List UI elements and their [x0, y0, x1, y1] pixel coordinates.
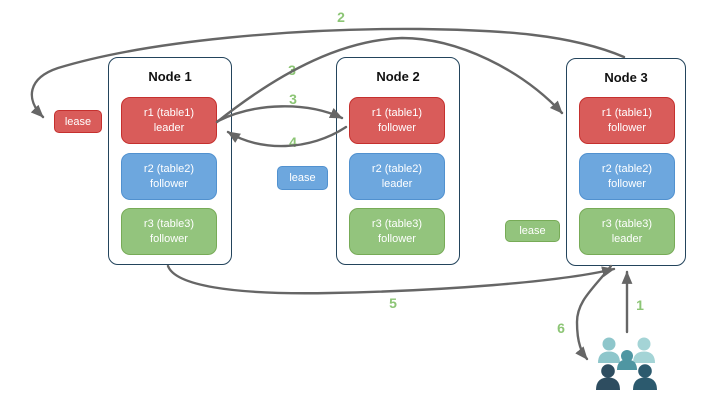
node-3-replica-r3: r3 (table3) leader: [579, 208, 675, 255]
user-figure-dark-left: [596, 364, 620, 390]
lease-badge-blue: lease: [277, 166, 328, 190]
step-label-3-first: 3: [288, 62, 296, 78]
arrow-step-6: [575, 264, 613, 361]
replica-label: r1 (table1): [601, 107, 653, 120]
node-2-replica-r3: r3 (table3) follower: [349, 208, 445, 255]
lease-badge-red: lease: [54, 110, 102, 133]
replica-label: r1 (table1): [143, 107, 195, 120]
step-label-5: 5: [389, 295, 397, 311]
node-1-replica-r3: r3 (table3) follower: [121, 208, 217, 255]
users-icon: [596, 337, 657, 390]
replica-label: r1 (table1): [371, 107, 423, 120]
replica-label: r2 (table2): [601, 163, 653, 176]
replica-label: r2 (table2): [371, 163, 423, 176]
user-figure-dark-right: [633, 364, 657, 390]
step-label-4: 4: [289, 134, 297, 150]
user-figure-mid: [617, 350, 637, 370]
arrow-step-3-to-node2: [216, 105, 344, 123]
step-label-6: 6: [557, 320, 565, 336]
replica-role: leader: [153, 121, 185, 134]
replica-label: r3 (table3): [143, 218, 195, 231]
replica-role: follower: [378, 232, 416, 245]
arrow-step-5: [166, 264, 616, 295]
node-1-replica-r2: r2 (table2) follower: [121, 153, 217, 200]
user-figure-light-left: [598, 337, 620, 363]
step-label-2: 2: [337, 9, 345, 25]
lease-badge-green: lease: [505, 220, 560, 242]
node-3-replica-r1: r1 (table1) follower: [579, 97, 675, 144]
replica-role: follower: [150, 177, 188, 190]
node-3-replica-r2: r2 (table2) follower: [579, 153, 675, 200]
node-2-replica-r1: r1 (table1) follower: [349, 97, 445, 144]
node-2-replica-r2: r2 (table2) leader: [349, 153, 445, 200]
replica-role: leader: [381, 177, 413, 190]
replica-label: r3 (table3): [601, 218, 653, 231]
arrow-step-4: [226, 125, 348, 148]
replica-role: follower: [608, 121, 646, 134]
replica-role: follower: [378, 121, 416, 134]
user-figure-light-right: [633, 337, 655, 363]
node-2-title: Node 2: [376, 69, 420, 84]
replica-label: r2 (table2): [143, 163, 195, 176]
replica-role: leader: [611, 232, 643, 245]
node-3-title: Node 3: [604, 70, 648, 85]
node-1-container: Node 1 r1 (table1) leader r2 (table2) fo…: [108, 57, 232, 265]
step-label-3-second: 3: [289, 91, 297, 107]
node-1-replica-r1: r1 (table1) leader: [121, 97, 217, 144]
node-2-container: Node 2 r1 (table1) follower r2 (table2) …: [336, 57, 460, 265]
node-3-container: Node 3 r1 (table1) follower r2 (table2) …: [566, 58, 686, 266]
step-label-1: 1: [636, 297, 644, 313]
node-1-title: Node 1: [148, 69, 192, 84]
replica-label: r3 (table3): [371, 218, 423, 231]
replica-role: follower: [608, 177, 646, 190]
replica-role: follower: [150, 232, 188, 245]
